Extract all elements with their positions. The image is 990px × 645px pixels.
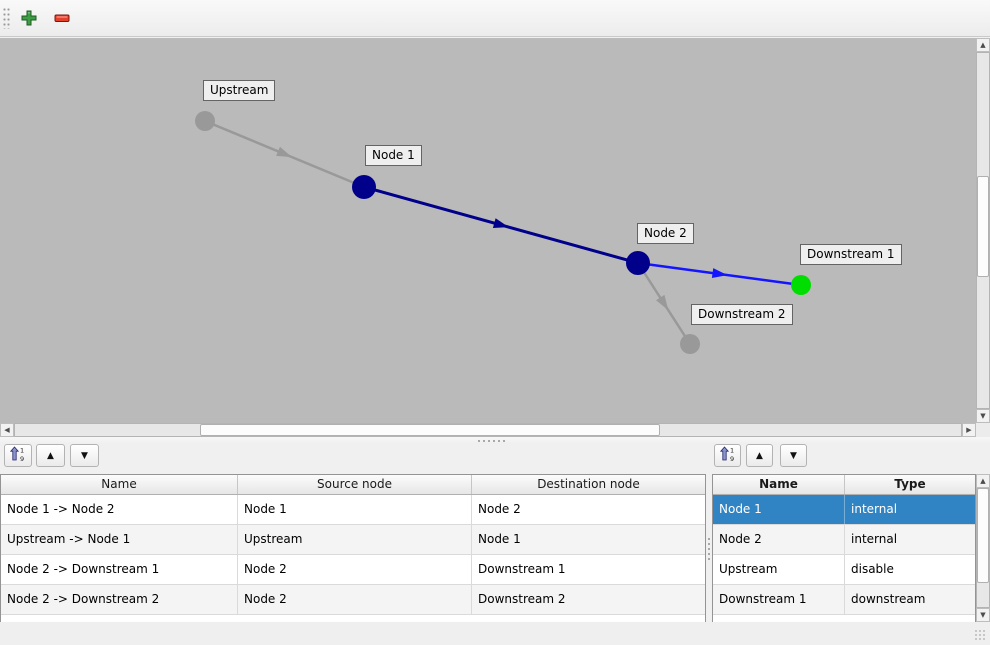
svg-text:1: 1 xyxy=(730,447,734,455)
cell-name[interactable]: Node 1 xyxy=(713,495,845,524)
add-button[interactable] xyxy=(17,7,41,31)
edge-arrow-icon xyxy=(276,146,292,158)
edge-arrow-icon xyxy=(656,294,669,311)
graph-vscroll-thumb[interactable] xyxy=(977,176,989,277)
splitter-handle-icon xyxy=(478,440,508,442)
table-vscrollbar[interactable]: ▲ ▼ xyxy=(976,474,990,622)
table-row[interactable]: Node 2 internal xyxy=(713,525,975,555)
left-move-down-button[interactable]: ▼ xyxy=(70,444,99,467)
table-vscroll-thumb[interactable] xyxy=(977,488,989,583)
cell-destination[interactable]: Downstream 2 xyxy=(478,592,566,606)
column-header-name[interactable]: Name xyxy=(713,475,845,494)
column-header-destination-node[interactable]: Destination node xyxy=(537,477,640,491)
cell-source[interactable]: Node 2 xyxy=(238,585,472,614)
nodes-table: Name Type Node 1 internal Node 2 interna… xyxy=(712,474,976,622)
scroll-right-icon[interactable]: ▶ xyxy=(962,423,976,437)
cell-name[interactable]: Node 2 xyxy=(713,525,845,554)
sort-ascending-icon: 1 9 xyxy=(719,446,736,465)
scroll-left-icon[interactable]: ◀ xyxy=(0,423,14,437)
edges-table: Name Source node Destination node Node 1… xyxy=(0,474,706,622)
cell-source[interactable]: Upstream xyxy=(238,525,472,554)
table-row[interactable]: Node 1 internal xyxy=(713,495,975,525)
column-header-type[interactable]: Type xyxy=(894,477,926,491)
cell-name[interactable]: Node 2 -> Downstream 1 xyxy=(1,555,238,584)
column-header-source-node[interactable]: Source node xyxy=(238,475,472,494)
cell-type[interactable]: internal xyxy=(851,532,898,546)
cell-name[interactable]: Node 2 -> Downstream 2 xyxy=(1,585,238,614)
toolbar-grip[interactable] xyxy=(3,8,10,29)
graph-vscrollbar[interactable]: ▲ ▼ xyxy=(976,38,990,423)
table-row[interactable]: Node 2 -> Downstream 1 Node 2 Downstream… xyxy=(1,555,705,585)
status-bar xyxy=(0,622,990,645)
graph-hscrollbar[interactable]: ◀ ▶ xyxy=(0,423,976,437)
cell-destination[interactable]: Node 2 xyxy=(478,502,521,516)
graph-svg xyxy=(195,111,811,354)
node-label[interactable]: Downstream 1 xyxy=(800,244,902,265)
cell-destination[interactable]: Node 1 xyxy=(478,532,521,546)
triangle-down-icon: ▼ xyxy=(790,450,797,461)
svg-text:9: 9 xyxy=(730,455,734,462)
scroll-down-icon[interactable]: ▼ xyxy=(976,608,990,622)
triangle-up-icon: ▲ xyxy=(47,450,54,461)
edge-arrow-icon xyxy=(711,268,728,279)
scroll-up-icon[interactable]: ▲ xyxy=(976,38,990,52)
left-sort-button[interactable]: 1 9 xyxy=(4,444,32,467)
cell-type[interactable]: disable xyxy=(851,562,894,576)
cell-source[interactable]: Node 2 xyxy=(238,555,472,584)
graph-hscroll-thumb[interactable] xyxy=(200,424,660,436)
splitter-handle-icon xyxy=(708,538,710,560)
graph-node[interactable] xyxy=(352,175,376,199)
graph-node[interactable] xyxy=(195,111,215,131)
cell-source[interactable]: Node 1 xyxy=(238,495,472,524)
cell-name[interactable]: Upstream xyxy=(713,555,845,584)
scroll-up-icon[interactable]: ▲ xyxy=(976,474,990,488)
table-row[interactable]: Upstream disable xyxy=(713,555,975,585)
graph-node[interactable] xyxy=(626,251,650,275)
svg-text:9: 9 xyxy=(20,455,24,462)
main-toolbar xyxy=(0,0,990,37)
empty-row xyxy=(1,615,705,622)
graph-node[interactable] xyxy=(791,275,811,295)
horizontal-splitter[interactable] xyxy=(0,437,990,444)
resize-grip-icon[interactable] xyxy=(975,630,987,642)
empty-row xyxy=(713,615,975,622)
right-sort-button[interactable]: 1 9 xyxy=(714,444,741,467)
svg-text:1: 1 xyxy=(20,447,24,455)
right-move-down-button[interactable]: ▼ xyxy=(780,444,807,467)
node-label[interactable]: Node 1 xyxy=(365,145,422,166)
cell-type[interactable]: downstream xyxy=(851,592,926,606)
right-move-up-button[interactable]: ▲ xyxy=(746,444,773,467)
cell-name[interactable]: Node 1 -> Node 2 xyxy=(1,495,238,524)
table-row[interactable]: Upstream -> Node 1 Upstream Node 1 xyxy=(1,525,705,555)
node-label[interactable]: Node 2 xyxy=(637,223,694,244)
minus-icon xyxy=(54,10,70,29)
scroll-down-icon[interactable]: ▼ xyxy=(976,409,990,423)
remove-button[interactable] xyxy=(50,7,74,31)
table-row[interactable]: Downstream 1 downstream xyxy=(713,585,975,615)
table-row[interactable]: Node 2 -> Downstream 2 Node 2 Downstream… xyxy=(1,585,705,615)
left-move-up-button[interactable]: ▲ xyxy=(36,444,65,467)
cell-destination[interactable]: Downstream 1 xyxy=(478,562,566,576)
node-label[interactable]: Downstream 2 xyxy=(691,304,793,325)
triangle-down-icon: ▼ xyxy=(81,450,88,461)
cell-name[interactable]: Downstream 1 xyxy=(713,585,845,614)
sort-ascending-icon: 1 9 xyxy=(9,446,26,465)
plus-icon xyxy=(21,10,37,29)
edge-arrow-icon xyxy=(492,218,509,228)
cell-type[interactable]: internal xyxy=(851,502,898,516)
scrollbar-corner xyxy=(976,423,990,437)
graph-node[interactable] xyxy=(680,334,700,354)
node-label[interactable]: Upstream xyxy=(203,80,276,101)
nodes-table-header: Name Type xyxy=(713,475,975,495)
column-header-name[interactable]: Name xyxy=(1,475,238,494)
vertical-splitter[interactable] xyxy=(706,474,712,622)
table-row[interactable]: Node 1 -> Node 2 Node 1 Node 2 xyxy=(1,495,705,525)
triangle-up-icon: ▲ xyxy=(756,450,763,461)
edges-table-header: Name Source node Destination node xyxy=(1,475,705,495)
cell-name[interactable]: Upstream -> Node 1 xyxy=(1,525,238,554)
